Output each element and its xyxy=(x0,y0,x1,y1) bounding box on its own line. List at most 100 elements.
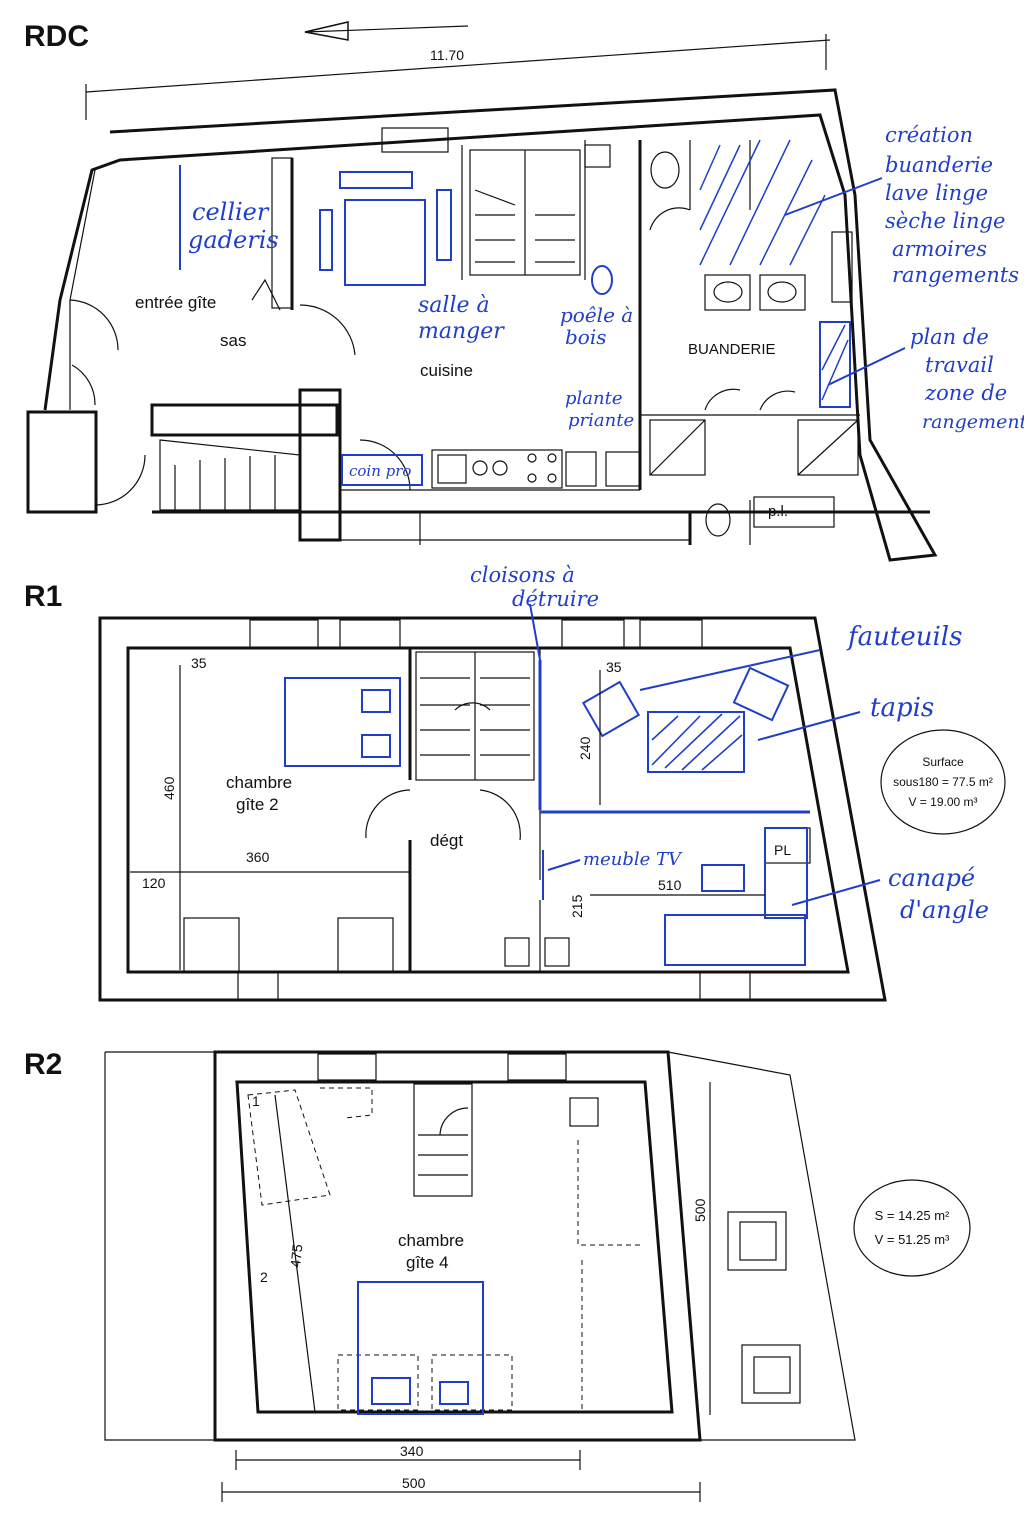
note-canape-1: canapé xyxy=(888,864,975,892)
note-coin-pro: coin pro xyxy=(349,462,411,480)
toilet-icon xyxy=(650,151,680,189)
r1-surface-line1: Surface xyxy=(922,755,964,769)
note-plante-2: priante xyxy=(568,410,634,431)
sink-icon xyxy=(704,274,751,311)
r1-stairs xyxy=(415,651,535,781)
r2-walls xyxy=(104,1050,856,1442)
note-fauteuils: fauteuils xyxy=(846,622,962,652)
bed xyxy=(284,677,401,767)
r2-blue-annotations xyxy=(357,1281,484,1415)
r2-surface-line2: V = 51.25 m³ xyxy=(875,1232,950,1247)
r1-room-degt: dégt xyxy=(430,831,463,850)
r1-dim-360: 360 xyxy=(246,849,270,865)
armchair-icon xyxy=(732,666,790,722)
r1-dim-240: 240 xyxy=(577,736,593,760)
r1-room-gite: gîte 2 xyxy=(236,795,279,814)
r1-doors xyxy=(365,789,521,841)
work-corner xyxy=(341,454,423,486)
rdc-room-buanderie: BUANDERIE xyxy=(688,341,776,358)
rdc-overall-dim-label: 11.70 xyxy=(430,47,464,63)
rdc-room-pl: p.l. xyxy=(768,503,788,520)
r2-marker-1: 1 xyxy=(252,1093,260,1109)
note-creation-line: sèche linge xyxy=(885,209,1005,233)
rdc-overall-dimension: 11.70 xyxy=(85,34,831,120)
r2-dim-500-horizontal: 500 xyxy=(402,1475,426,1491)
roof-window-icon xyxy=(741,1344,801,1404)
note-cellier: cellier xyxy=(192,198,270,226)
r1-fixtures: PL xyxy=(183,827,811,973)
note-salle-1: salle à xyxy=(418,293,490,318)
r1-plan: R1 xyxy=(24,563,1006,1002)
r2-surface-callout: S = 14.25 m² V = 51.25 m³ xyxy=(853,1179,971,1277)
note-plan-line: zone de xyxy=(924,381,1007,405)
note-cloisons-1: cloisons à xyxy=(470,563,575,587)
note-canape-2: d'angle xyxy=(900,896,989,924)
r1-walls xyxy=(98,616,887,1002)
note-plan-travail: plan de travail zone de rangement xyxy=(910,325,1024,433)
rdc-plan: RDC 11.70 xyxy=(24,20,1024,562)
corner-sofa xyxy=(664,914,806,966)
direction-arrow-icon xyxy=(304,21,469,41)
tv-unit xyxy=(701,864,745,892)
note-plan-line: travail xyxy=(925,353,994,377)
rdc-room-cuisine: cuisine xyxy=(420,361,473,380)
rdc-title: RDC xyxy=(24,20,89,53)
note-gaderis: gaderis xyxy=(188,226,279,254)
r1-dim-120: 120 xyxy=(142,875,166,891)
toilet-icon xyxy=(705,503,731,537)
rdc-walls xyxy=(26,88,938,562)
stove-icon xyxy=(591,265,613,295)
r1-dim-35b: 35 xyxy=(606,659,622,675)
r2-plan: R2 xyxy=(24,1048,971,1502)
r2-fixtures xyxy=(247,1087,801,1412)
note-plante-1: plante xyxy=(565,388,623,409)
roof-window-icon xyxy=(727,1211,787,1271)
r1-surface-line3: V = 19.00 m³ xyxy=(908,795,977,809)
r1-dimensions: 35 35 460 360 120 240 215 510 xyxy=(130,655,765,970)
r2-dim-340: 340 xyxy=(400,1443,424,1459)
rdc-stairs xyxy=(159,149,581,511)
dryer-icon xyxy=(797,419,859,476)
note-poele-1: poêle à xyxy=(560,303,633,327)
r2-dimensions: 475 500 340 500 1 2 xyxy=(221,1082,711,1502)
rdc-blue-annotations xyxy=(179,139,906,486)
note-poele-2: bois xyxy=(565,325,607,349)
r1-blue-annotations xyxy=(284,603,881,966)
r1-dim-510: 510 xyxy=(658,877,682,893)
note-meuble-tv: meuble TV xyxy=(583,849,683,870)
note-creation-line: création xyxy=(885,123,973,147)
r1-room-chambre: chambre xyxy=(226,773,292,792)
note-creation-line: rangements xyxy=(892,263,1019,287)
dining-table xyxy=(344,199,426,286)
r1-surface-line2: sous180 = 77.5 m² xyxy=(893,775,993,789)
r2-stairs xyxy=(413,1083,473,1197)
note-cloisons-2: détruire xyxy=(512,587,599,611)
note-tapis: tapis xyxy=(870,693,934,723)
note-creation-line: buanderie xyxy=(885,153,993,177)
r1-surface-callout: Surface sous180 = 77.5 m² V = 19.00 m³ xyxy=(880,729,1006,835)
r2-title: R2 xyxy=(24,1048,62,1081)
note-creation-line: lave linge xyxy=(885,181,988,205)
r2-dim-500-vertical: 500 xyxy=(692,1198,708,1222)
note-plan-line: plan de xyxy=(910,325,989,349)
washing-machine-icon xyxy=(649,419,706,476)
r2-marker-2: 2 xyxy=(260,1269,268,1285)
rdc-doors xyxy=(69,207,796,506)
note-creation-line: armoires xyxy=(892,237,987,261)
note-plan-line: rangement xyxy=(922,411,1024,433)
r1-dim-460: 460 xyxy=(161,776,177,800)
note-creation-buanderie: création buanderie lave linge sèche ling… xyxy=(885,123,1019,287)
sink-icon xyxy=(759,274,806,311)
r2-room-gite: gîte 4 xyxy=(406,1253,449,1272)
rdc-room-entree: entrée gîte xyxy=(135,293,216,312)
r1-dim-35a: 35 xyxy=(191,655,207,671)
r2-room-chambre: chambre xyxy=(398,1231,464,1250)
r2-surface-line1: S = 14.25 m² xyxy=(875,1208,950,1223)
armchair-icon xyxy=(581,680,641,738)
r1-dim-215: 215 xyxy=(569,894,585,918)
note-salle-2: manger xyxy=(418,319,505,344)
rug xyxy=(647,711,745,773)
double-bed xyxy=(357,1281,484,1415)
rdc-fixtures xyxy=(431,144,859,537)
